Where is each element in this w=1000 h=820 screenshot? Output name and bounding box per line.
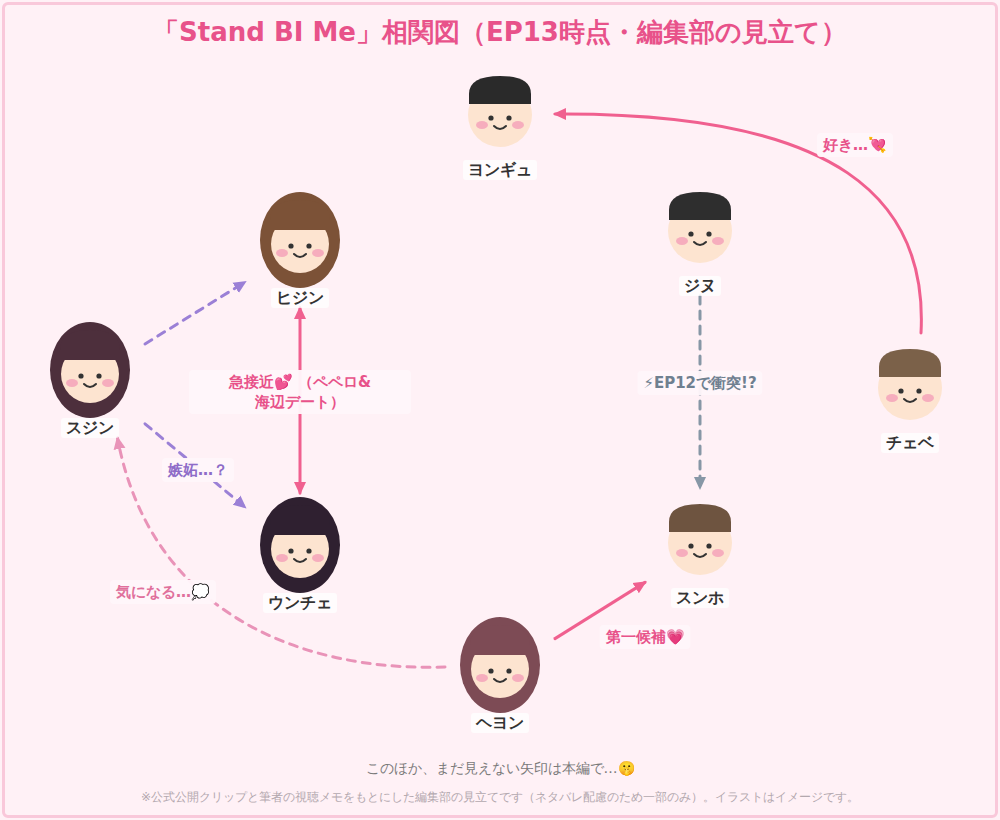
face-illustration — [445, 60, 555, 160]
eye — [96, 373, 101, 378]
face-illustration — [645, 488, 755, 588]
cheek — [676, 237, 688, 245]
relation-label: ⚡EP12で衝突!? — [637, 371, 762, 395]
cheek — [476, 121, 488, 129]
diagram-title: 「Stand BI Me」相関図（EP13時点・編集部の見立て） — [0, 14, 1000, 50]
hair-fringe — [270, 200, 330, 230]
relation-arrow — [555, 114, 921, 333]
person-name: スジン — [61, 418, 119, 438]
eye — [688, 543, 693, 548]
hair-cap — [669, 192, 731, 220]
mouth — [84, 384, 96, 387]
relation-arrow — [118, 438, 446, 667]
person-name: チェベ — [881, 433, 939, 453]
cheek — [476, 674, 488, 682]
relation-arrow — [145, 424, 245, 507]
hair-back — [260, 192, 340, 288]
hair-fringe — [470, 625, 530, 655]
person-node: ウンチェ — [245, 493, 355, 613]
mouth — [694, 242, 706, 245]
eye — [488, 668, 493, 673]
eye — [706, 231, 711, 236]
mouth — [904, 399, 916, 402]
cheek — [312, 554, 324, 562]
cheek — [676, 549, 688, 557]
face-illustration — [855, 333, 965, 433]
person-node: チェベ — [855, 333, 965, 453]
cheek — [712, 237, 724, 245]
eye — [306, 548, 311, 553]
person-name: ジヌ — [679, 276, 721, 296]
person-node: スジン — [35, 318, 145, 438]
mouth — [494, 126, 506, 129]
mouth — [294, 254, 306, 257]
cheek — [512, 121, 524, 129]
footnote: ※公式公開クリップと筆者の視聴メモをもとにした編集部の見立てです（ネタバレ配慮の… — [0, 789, 1000, 806]
eye — [306, 243, 311, 248]
hair-back — [50, 322, 130, 418]
eye — [506, 115, 511, 120]
relation-label: 第一候補💗 — [600, 625, 691, 649]
eye — [488, 115, 493, 120]
cheek — [922, 394, 934, 402]
mouth — [694, 554, 706, 557]
person-node: ヨンギュ — [445, 60, 555, 180]
face-illustration — [245, 188, 355, 288]
cheek — [712, 549, 724, 557]
cheek — [276, 554, 288, 562]
eye — [706, 543, 711, 548]
eye — [288, 548, 293, 553]
hair-back — [460, 617, 540, 713]
relation-label: 好き…💘 — [817, 133, 893, 157]
person-node: ヘヨン — [445, 613, 555, 733]
face-illustration — [645, 176, 755, 276]
footnote: このほか、まだ見えない矢印は本編で…🤫 — [0, 760, 1000, 778]
cheek — [886, 394, 898, 402]
person-node: ジヌ — [645, 176, 755, 296]
person-name: スンホ — [671, 588, 729, 608]
eye — [506, 668, 511, 673]
cheek — [276, 249, 288, 257]
relation-label: 気になる…💭 — [110, 580, 216, 604]
hair-fringe — [60, 330, 120, 360]
hair-fringe — [270, 505, 330, 535]
relation-arrow — [145, 282, 245, 344]
eye — [288, 243, 293, 248]
person-node: スンホ — [645, 488, 755, 608]
cheek — [102, 379, 114, 387]
cheek — [512, 674, 524, 682]
person-name: ヘヨン — [471, 713, 529, 733]
person-node: ヒジン — [245, 188, 355, 308]
eye — [688, 231, 693, 236]
mouth — [294, 559, 306, 562]
eye — [916, 388, 921, 393]
person-name: ヒジン — [271, 288, 329, 308]
face-illustration — [35, 318, 145, 418]
face-illustration — [445, 613, 555, 713]
person-name: ヨンギュ — [463, 160, 537, 180]
person-name: ウンチェ — [263, 593, 337, 613]
hair-cap — [469, 76, 531, 104]
hair-back — [260, 497, 340, 593]
relation-label: 嫉妬…？ — [162, 458, 234, 482]
cheek — [66, 379, 78, 387]
eye — [78, 373, 83, 378]
relation-label: 急接近💕 （ペペロ&海辺デート） — [189, 370, 411, 414]
eye — [898, 388, 903, 393]
face-illustration — [245, 493, 355, 593]
hair-cap — [669, 504, 731, 532]
mouth — [494, 679, 506, 682]
hair-cap — [879, 349, 941, 377]
cheek — [312, 249, 324, 257]
